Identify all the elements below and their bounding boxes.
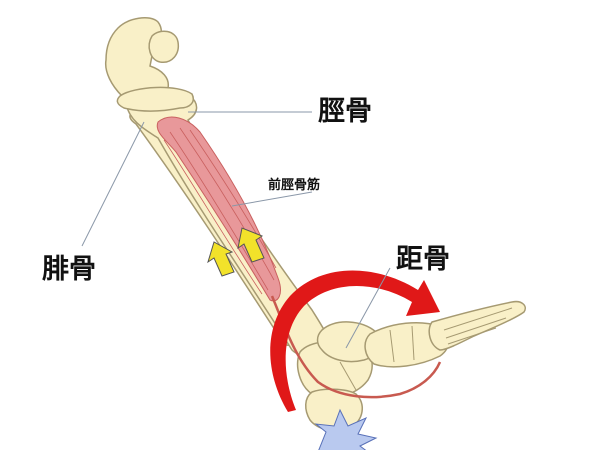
tarsal-line	[339, 361, 357, 391]
muscle-fiber	[163, 139, 263, 295]
talus-bone	[316, 321, 381, 363]
femur-bone	[104, 16, 180, 97]
toe-line	[443, 307, 513, 331]
tibialis-anterior-tendon	[270, 295, 442, 399]
curved-arrow-icon	[270, 270, 440, 412]
push-arrow-right	[237, 227, 265, 263]
patella	[148, 30, 180, 63]
toe-line	[445, 317, 507, 339]
fibula-label: 腓骨	[42, 254, 96, 285]
foot-bones	[296, 300, 526, 432]
tibialis-anterior-leader	[231, 191, 313, 207]
tarsal-line	[389, 329, 395, 363]
tarsals	[364, 321, 450, 368]
tibialis-anterior-label: 前脛骨筋	[268, 178, 321, 193]
up-arrow-icon	[207, 227, 265, 277]
tibia-label: 脛骨	[318, 96, 372, 127]
tibia-condyle	[116, 86, 194, 112]
talus-leader	[345, 267, 391, 349]
muscle-fiber	[169, 131, 269, 291]
muscle-fiber	[189, 129, 277, 269]
toe-line	[447, 327, 497, 345]
toe-lines	[339, 307, 513, 391]
burst-icon	[314, 408, 378, 450]
push-arrow-left	[207, 241, 235, 277]
talus-label: 距骨	[396, 244, 450, 275]
rotation-arrow-body	[270, 270, 440, 412]
metatarsals	[428, 300, 526, 351]
muscle-fiber	[179, 127, 275, 281]
muscle-fibers	[163, 127, 277, 295]
fibula-leader	[81, 121, 145, 247]
tarsal-line	[411, 325, 415, 361]
leader-lines	[81, 111, 391, 349]
